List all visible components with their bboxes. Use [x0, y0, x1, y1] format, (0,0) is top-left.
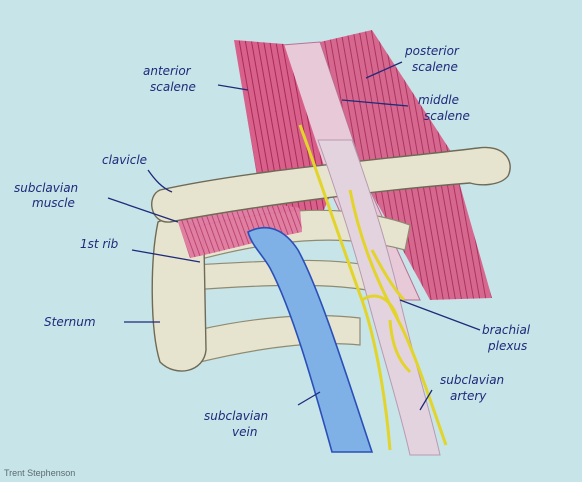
label-subclavian-muscle-2: muscle — [32, 196, 75, 210]
label-anterior-scalene-1: anterior — [143, 64, 192, 78]
label-first-rib: 1st rib — [80, 237, 119, 251]
label-clavicle: clavicle — [102, 153, 147, 167]
leader-middle-scalene — [341, 99, 409, 107]
leader-subclavian-muscle — [107, 197, 179, 223]
leader-subclavian-artery — [419, 389, 433, 411]
label-subclavian-artery-1: subclavian — [440, 373, 504, 387]
leader-anterior-scalene — [217, 84, 249, 91]
subclavian-muscle — [178, 204, 302, 258]
label-brachial-plexus-1: brachial — [482, 323, 531, 337]
leader-lines — [107, 61, 481, 411]
label-middle-scalene-2: scalene — [424, 109, 470, 123]
leader-clavicle — [147, 169, 173, 193]
leader-brachial-plexus — [399, 299, 481, 331]
subclavian-vein — [247, 226, 374, 453]
label-middle-scalene-1: middle — [418, 93, 459, 107]
leader-subclavian-vein — [297, 391, 321, 406]
label-sternum: Sternum — [44, 315, 96, 329]
label-subclavian-vein-1: subclavian — [204, 409, 268, 423]
label-brachial-plexus-2: plexus — [487, 339, 527, 353]
label-posterior-scalene-1: posterior — [404, 44, 460, 58]
label-subclavian-vein-2: vein — [232, 425, 257, 439]
label-anterior-scalene-2: scalene — [150, 80, 196, 94]
image-credit: Trent Stephenson — [4, 468, 76, 478]
label-subclavian-artery-2: artery — [450, 389, 487, 403]
label-posterior-scalene-2: scalene — [412, 60, 458, 74]
leader-posterior-scalene — [365, 61, 403, 79]
leader-first-rib — [131, 249, 201, 263]
label-subclavian-muscle-1: subclavian — [14, 181, 78, 195]
brachial-plexus — [298, 124, 448, 451]
